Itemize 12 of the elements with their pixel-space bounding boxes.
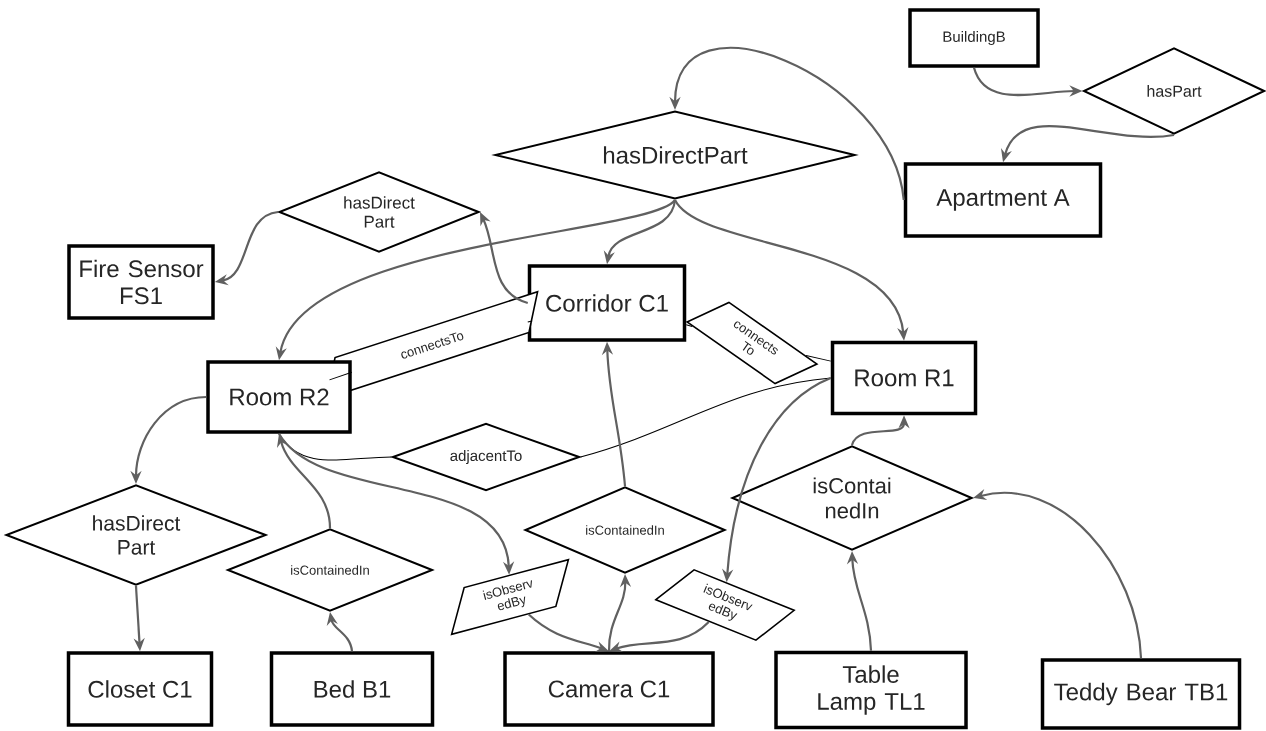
entity-box: Bed B1	[269, 651, 435, 727]
entity-box: Closet C1	[66, 651, 214, 727]
entity-box: Fire Sensor FS1	[67, 244, 215, 320]
entity-box: Teddy Bear TB1	[1040, 658, 1242, 730]
entity-box: Camera C1	[503, 651, 715, 727]
relationship-parallelogram: isObserv edBy	[450, 558, 570, 636]
entity-box: Room R1	[830, 340, 978, 416]
entity-box: Corridor C1	[527, 264, 687, 342]
entity-box: Room R2	[206, 360, 352, 434]
entity-box: Table Lamp TL1	[774, 650, 968, 730]
entity-box: Apartment A	[903, 162, 1103, 238]
entity-box: BuildingB	[908, 8, 1040, 68]
